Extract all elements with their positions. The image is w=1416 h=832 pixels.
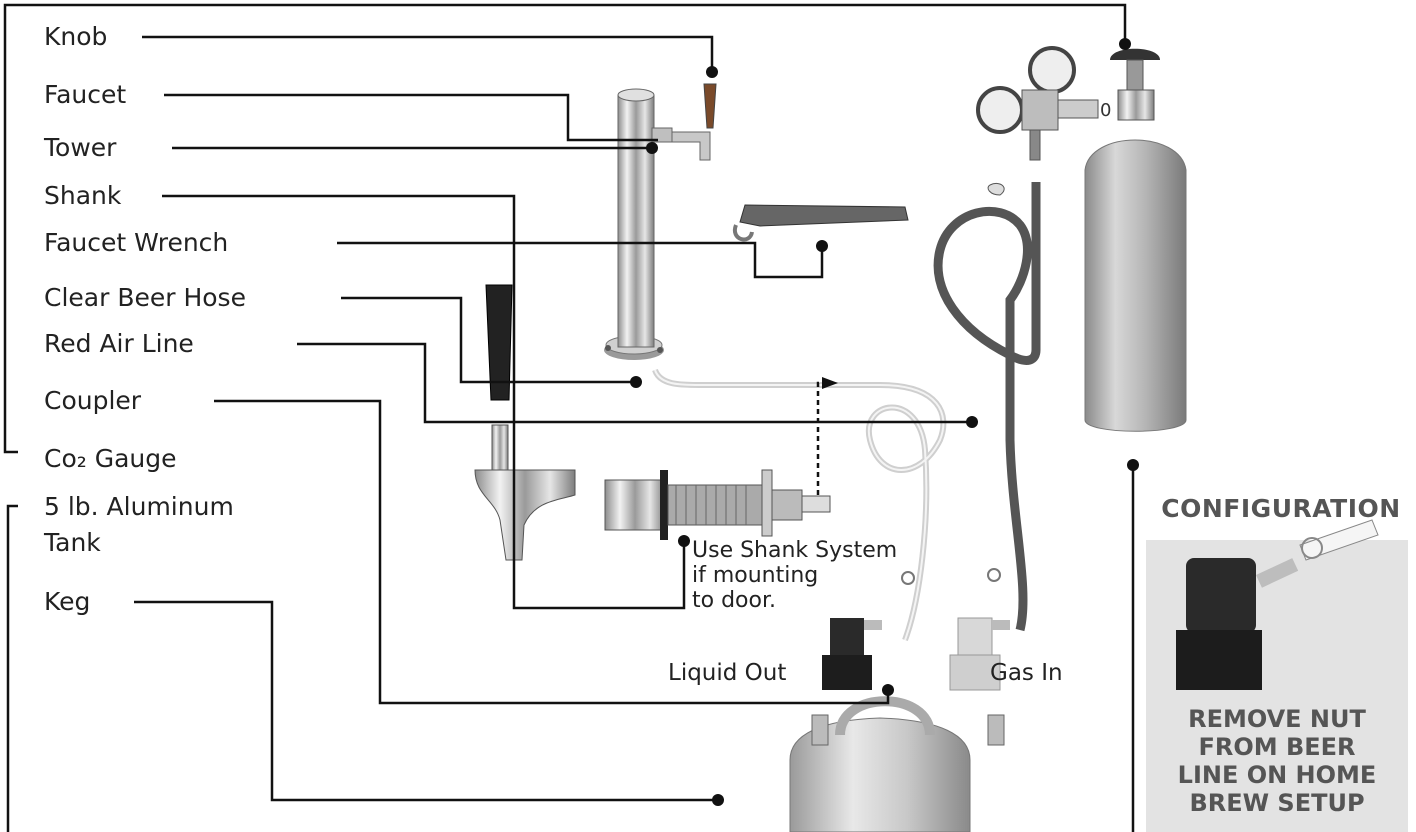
leader-faucet: [164, 95, 658, 140]
label-shank: Shank: [44, 181, 121, 211]
configuration-text-line: FROM BEER: [1146, 733, 1408, 761]
label-aluminum-tank-line2: Tank: [44, 528, 101, 558]
label-knob: Knob: [44, 22, 107, 52]
red-air-line-illustration: [938, 182, 1036, 630]
leader-faucet-wrench: [337, 243, 822, 277]
configuration-text-line: REMOVE NUT: [1146, 705, 1408, 733]
tower-illustration: [604, 84, 716, 360]
leader-keg: [134, 602, 718, 800]
label-faucet-wrench: Faucet Wrench: [44, 228, 228, 258]
label-co2-gauge: Co₂ Gauge: [44, 444, 177, 474]
liquid-coupler-illustration: [822, 618, 882, 690]
configuration-title: CONFIGURATION: [1150, 494, 1412, 523]
label-tower: Tower: [44, 133, 116, 163]
label-coupler: Coupler: [44, 386, 141, 416]
faucet-wrench-illustration: [735, 205, 908, 239]
label-faucet: Faucet: [44, 80, 126, 110]
shank-illustration: [605, 470, 830, 540]
shank-note-line: to door.: [692, 588, 897, 613]
faucet-illustration: [475, 425, 575, 560]
keg-illustration: [790, 701, 1004, 832]
shank-note-line: Use Shank System: [692, 538, 897, 563]
leader-knob: [142, 37, 712, 72]
configuration-text: REMOVE NUT FROM BEER LINE ON HOME BREW S…: [1146, 705, 1408, 817]
label-liquid-out: Liquid Out: [668, 658, 786, 688]
label-aluminum-tank-line1: 5 lb. Aluminum: [44, 492, 234, 522]
label-keg: Keg: [44, 587, 90, 617]
shank-note-line: if mounting: [692, 563, 897, 588]
svg-text:0: 0: [1100, 100, 1111, 121]
label-gas-in: Gas In: [990, 658, 1063, 688]
configuration-text-line: BREW SETUP: [1146, 789, 1408, 817]
shank-note: Use Shank System if mounting to door.: [692, 538, 897, 613]
configuration-text-line: LINE ON HOME: [1146, 761, 1408, 789]
leader-aluminum-tank: [8, 506, 18, 832]
leader-shank-dotted: [818, 383, 828, 495]
leader-lines: [5, 5, 1133, 832]
label-clear-beer-hose: Clear Beer Hose: [44, 283, 246, 313]
label-red-air-line: Red Air Line: [44, 329, 194, 359]
